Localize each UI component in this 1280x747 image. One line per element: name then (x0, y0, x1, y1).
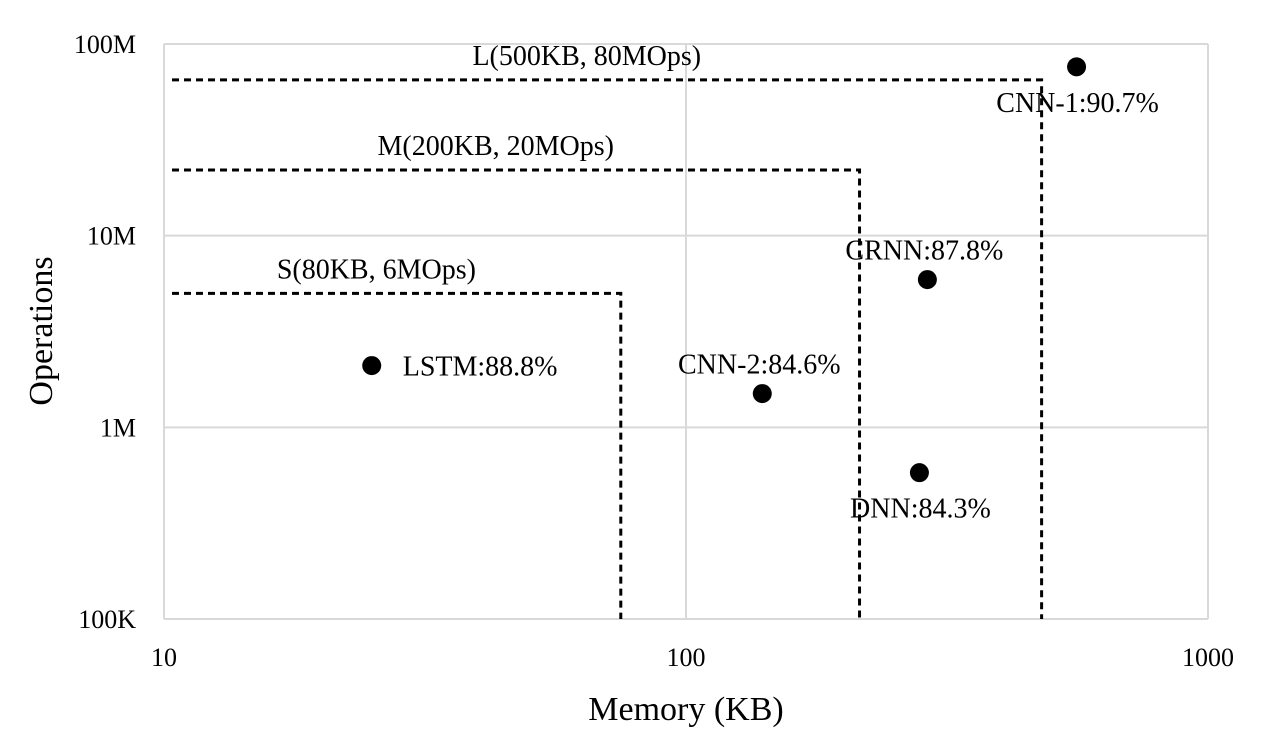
data-point (752, 384, 772, 404)
y-tick-label: 100K (78, 605, 136, 634)
data-point-label: LSTM:88.8% (403, 352, 558, 383)
y-tick-label: 10M (87, 222, 136, 251)
limit-boundary (172, 168, 862, 619)
data-point-label: DNN:84.3% (850, 494, 991, 525)
data-point-label: CRNN:87.8% (845, 236, 1003, 267)
x-tick-label: 10 (151, 643, 177, 672)
x-axis-title: Memory (KB) (588, 691, 783, 728)
x-tick-label: 100 (667, 643, 706, 672)
x-tick-label: 1000 (1182, 643, 1234, 672)
data-point (909, 463, 929, 483)
limit-regions: S(80KB, 6MOps) M(200KB, 20MOps) L(500KB, 8… (172, 41, 1044, 619)
limit-boundary (172, 78, 1044, 619)
tick-labels: 10 100 1000 100K 1M 10M 100M (74, 30, 1234, 672)
data-point (1067, 57, 1087, 77)
y-tick-label: 1M (100, 413, 136, 442)
limit-label: L(500KB, 80MOps) (472, 41, 701, 72)
data-point (362, 356, 382, 376)
grid (163, 43, 1209, 620)
limit-label: M(200KB, 20MOps) (378, 131, 614, 162)
limit-boundary (172, 291, 623, 619)
data-point-label: CNN-1:90.7% (996, 88, 1159, 119)
y-tick-label: 100M (74, 30, 136, 59)
data-point (917, 270, 937, 290)
data-points: LSTM:88.8% CNN-2:84.6% CRNN:87.8% DNN:84.3%… (362, 57, 1159, 525)
y-axis-title: Operations (23, 256, 60, 405)
data-point-label: CNN-2:84.6% (678, 350, 841, 381)
limit-label: S(80KB, 6MOps) (277, 254, 476, 285)
